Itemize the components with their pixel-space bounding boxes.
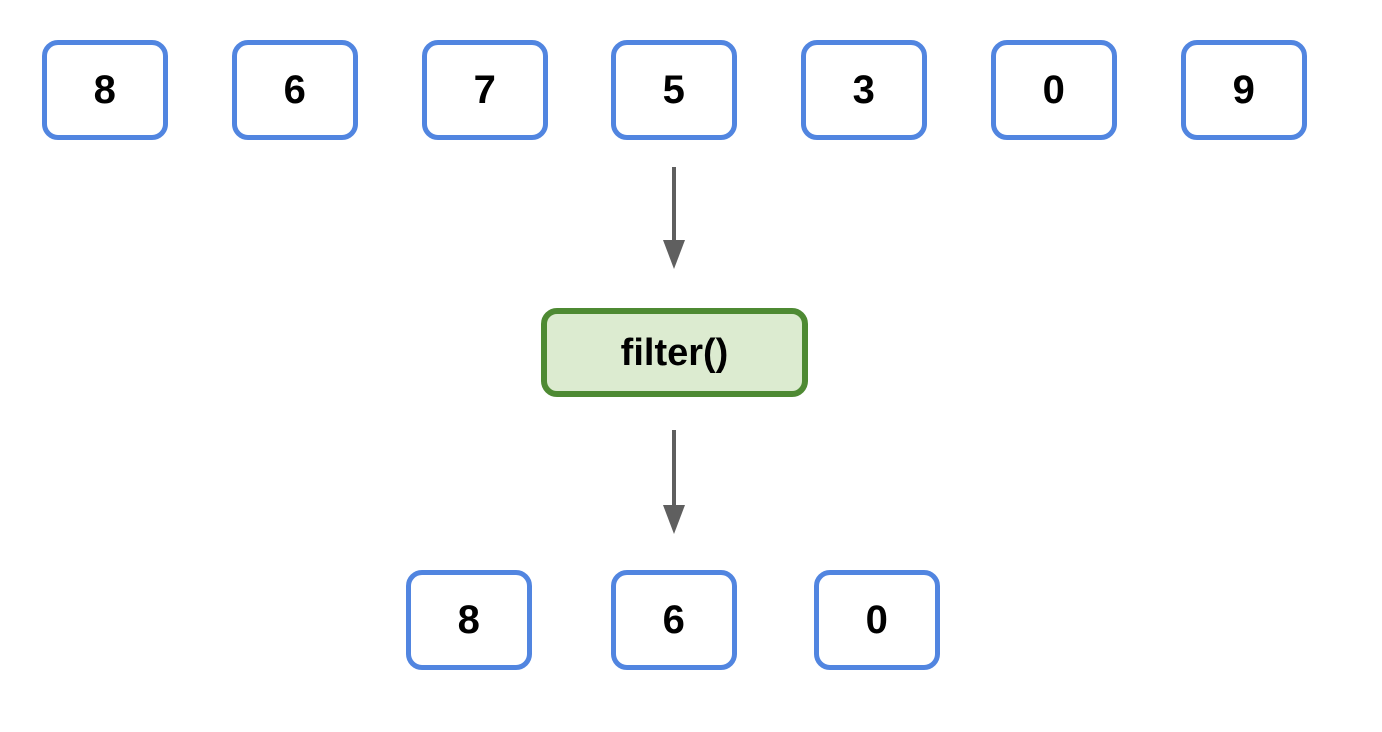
input-value-label: 8	[93, 68, 117, 112]
output-value-box[interactable]: 0	[814, 570, 940, 670]
input-value-box[interactable]: 8	[42, 40, 168, 140]
input-value-label: 0	[1042, 68, 1066, 112]
input-value-box[interactable]: 7	[422, 40, 548, 140]
arrow-input-to-filter	[663, 167, 685, 269]
input-value-box[interactable]: 9	[1181, 40, 1307, 140]
input-value-box[interactable]: 5	[611, 40, 737, 140]
filter-operation-node[interactable]: filter()	[541, 308, 808, 397]
input-value-label: 5	[662, 68, 686, 112]
filter-operation-label: filter()	[620, 331, 729, 374]
arrow-head-icon	[663, 505, 685, 534]
input-value-label: 6	[283, 68, 307, 112]
output-value-box[interactable]: 8	[406, 570, 532, 670]
input-value-box[interactable]: 0	[991, 40, 1117, 140]
input-value-box[interactable]: 6	[232, 40, 358, 140]
output-value-label: 0	[865, 598, 889, 642]
input-value-box[interactable]: 3	[801, 40, 927, 140]
arrow-head-icon	[663, 240, 685, 269]
output-value-box[interactable]: 6	[611, 570, 737, 670]
output-value-label: 6	[662, 598, 686, 642]
input-value-label: 7	[473, 68, 497, 112]
arrow-filter-to-output	[663, 430, 685, 534]
input-value-label: 9	[1232, 68, 1256, 112]
output-value-label: 8	[457, 598, 481, 642]
input-value-label: 3	[852, 68, 876, 112]
